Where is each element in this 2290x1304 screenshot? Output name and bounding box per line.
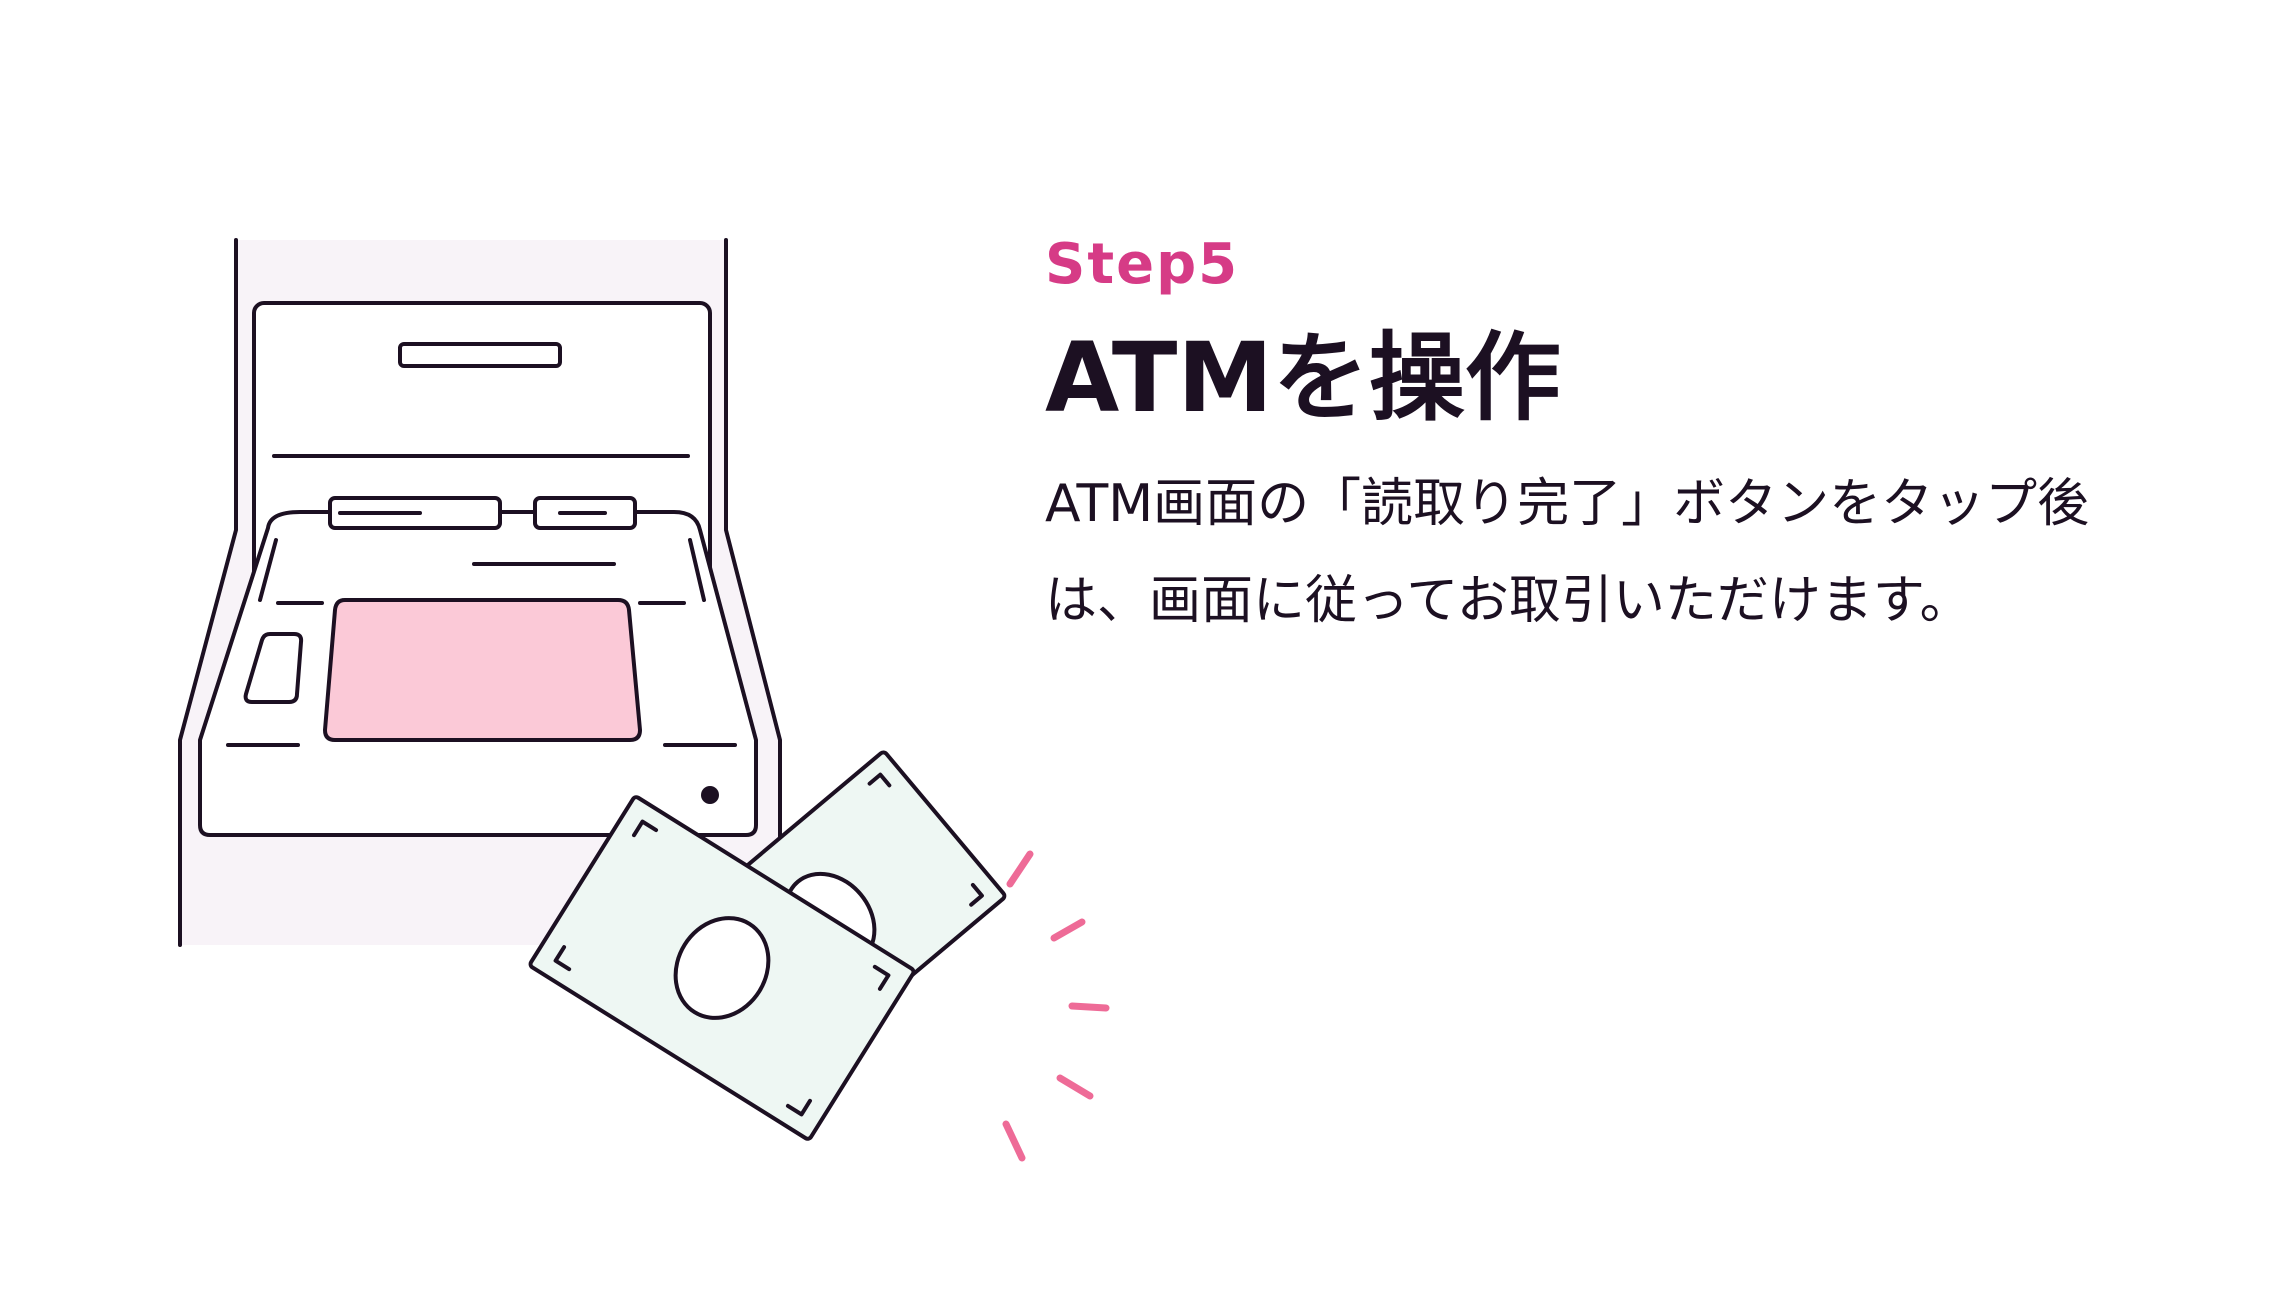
step-description: ATM画面の「読取り完了」ボタンをタップ後は、画面に従ってお取引いただけます。 bbox=[1045, 474, 2090, 631]
atm-illustration bbox=[178, 238, 1110, 1162]
step-title: ATMを操作 bbox=[1045, 322, 1561, 434]
atm-icon bbox=[178, 238, 782, 947]
banknote-icon bbox=[528, 750, 1007, 1141]
step-label: Step5 bbox=[1045, 232, 1240, 297]
sparkle-icon bbox=[1002, 850, 1110, 1162]
step-content: Step5 ATMを操作 ATM画面の「読取り完了」ボタンをタップ後は、画面に従… bbox=[1045, 230, 2205, 650]
